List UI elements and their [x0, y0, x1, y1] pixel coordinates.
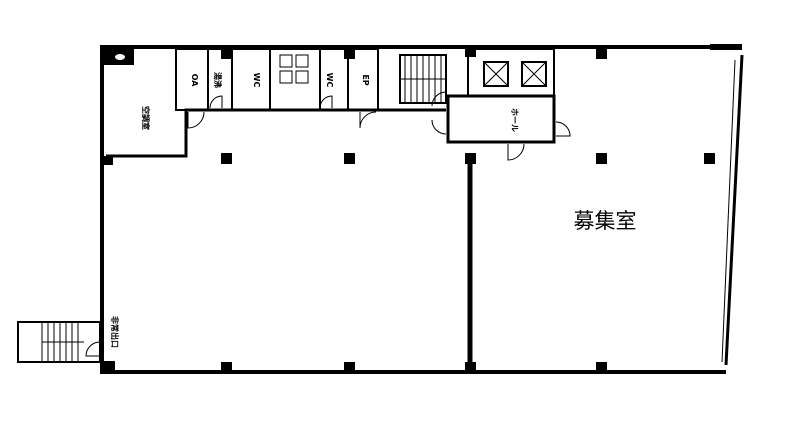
- service-core: [106, 48, 556, 158]
- room-label-oa: OA: [190, 74, 199, 88]
- emergency-stair: [17, 321, 101, 363]
- room-label-ep: EP: [361, 74, 370, 85]
- doors: [85, 91, 571, 357]
- structural-columns: [104, 47, 715, 373]
- room-label-wc2: WC: [325, 73, 334, 88]
- room-label-hall: ホール: [510, 108, 519, 132]
- main-room-label: 募集室: [574, 209, 637, 233]
- room-label-kitchenette: 湯沸: [213, 72, 223, 88]
- room-label-emergency-exit: 非常出口: [110, 316, 120, 348]
- outer-walls: [100, 44, 744, 374]
- room-label-wc1: WC: [252, 73, 261, 88]
- room-label-aircon: 空調室: [141, 106, 151, 130]
